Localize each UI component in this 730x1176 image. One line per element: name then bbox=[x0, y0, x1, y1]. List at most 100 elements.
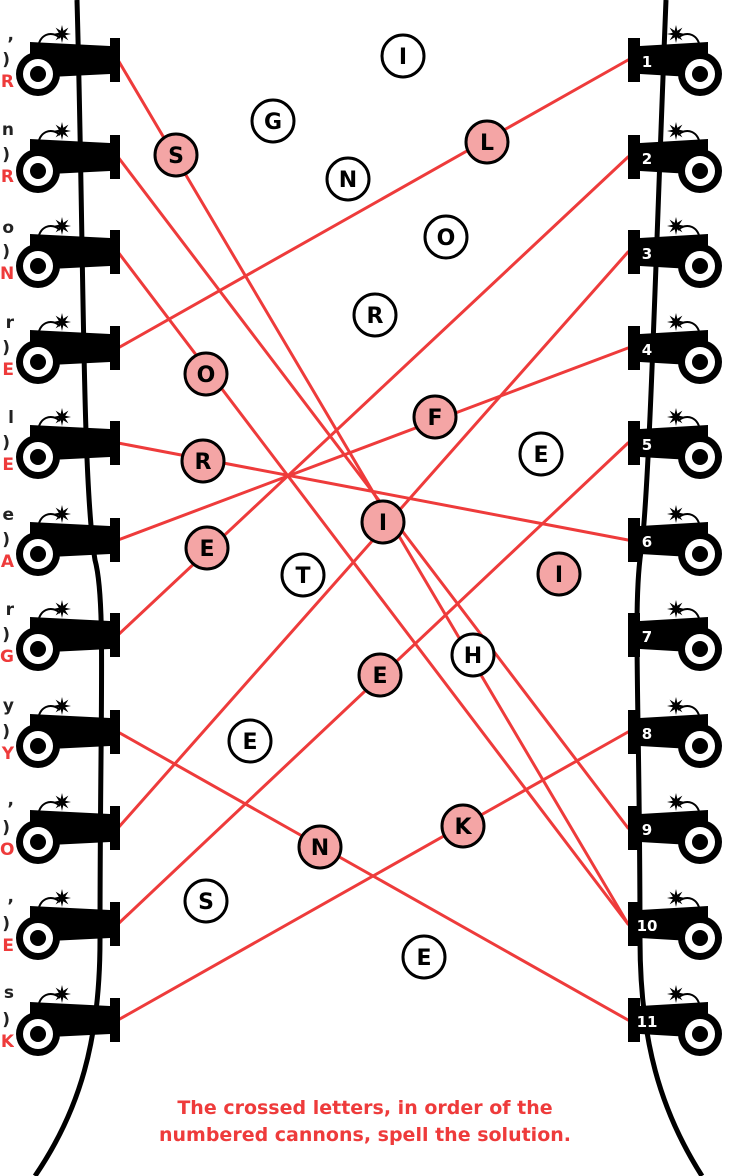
left-spark-icon-1 bbox=[53, 25, 71, 43]
left-cannon-icon-9 bbox=[16, 793, 120, 864]
crossed-letter-10: R bbox=[182, 440, 224, 482]
letter-char-8: O bbox=[197, 363, 216, 388]
edge-fragment-5: o bbox=[0, 218, 14, 238]
edge-fragment-12: A bbox=[0, 552, 14, 572]
right-cannon-icon-7: 7 bbox=[628, 600, 722, 671]
edge-fragment-paren-14: ) bbox=[0, 625, 10, 645]
edge-fragment-1: , bbox=[0, 25, 14, 45]
crossed-letter-17: E bbox=[359, 654, 401, 696]
letter-char-3: S bbox=[168, 144, 184, 169]
right-wheel-hub-11 bbox=[692, 1026, 708, 1042]
right-wheel-hub-7 bbox=[692, 641, 708, 657]
right-cannon-icon-2: 2 bbox=[628, 122, 722, 193]
right-cannon-icon-4: 4 bbox=[628, 313, 722, 384]
instruction-text: The crossed letters, in order of the num… bbox=[0, 1095, 730, 1149]
right-spark-icon-9 bbox=[667, 793, 685, 811]
letter-char-15: I bbox=[555, 563, 563, 588]
cannon-number-6: 6 bbox=[642, 533, 652, 551]
right-wheel-hub-2 bbox=[692, 163, 708, 179]
cannon-number-7: 7 bbox=[642, 628, 652, 646]
letter-22: E bbox=[403, 936, 445, 978]
left-cannon-icon-5 bbox=[16, 408, 120, 479]
crossed-letter-9: F bbox=[414, 396, 456, 438]
edge-fragment-11: e bbox=[0, 505, 14, 525]
letter-7: R bbox=[354, 294, 396, 336]
right-cannon-icon-5: 5 bbox=[628, 408, 722, 479]
crossed-letter-3: S bbox=[155, 134, 197, 176]
letter-char-19: K bbox=[454, 815, 472, 840]
left-cannon-icon-8 bbox=[16, 697, 120, 768]
right-wheel-hub-4 bbox=[692, 354, 708, 370]
left-wheel-hub-1 bbox=[30, 66, 46, 82]
letter-6: O bbox=[425, 216, 467, 258]
letter-circles: IGSLNOROFREIETIHEEKNSE bbox=[155, 35, 580, 978]
edge-fragment-paren-8: ) bbox=[0, 338, 10, 358]
left-wheel-hub-7 bbox=[30, 641, 46, 657]
letter-char-17: E bbox=[372, 664, 387, 689]
letter-char-20: N bbox=[311, 836, 329, 861]
edge-fragment-17: , bbox=[0, 790, 14, 810]
right-wheel-hub-3 bbox=[692, 258, 708, 274]
letter-char-10: R bbox=[195, 450, 212, 475]
letter-14: T bbox=[282, 554, 324, 596]
edge-fragment-paren-6: ) bbox=[0, 242, 10, 262]
right-wheel-hub-1 bbox=[692, 66, 708, 82]
left-spark-icon-7 bbox=[53, 600, 71, 618]
right-spark-icon-6 bbox=[667, 505, 685, 523]
cannon-number-5: 5 bbox=[642, 436, 652, 454]
edge-fragment-paren-4: ) bbox=[0, 145, 10, 165]
cannon-number-4: 4 bbox=[642, 341, 652, 359]
edge-fragment-3: n bbox=[0, 120, 14, 140]
left-cannon-icon-3 bbox=[16, 217, 120, 288]
right-spark-icon-2 bbox=[667, 122, 685, 140]
left-cannons bbox=[16, 25, 120, 1056]
edge-fragment-2: R bbox=[0, 72, 14, 92]
crossed-letter-15: I bbox=[538, 553, 580, 595]
edge-fragment-paren-18: ) bbox=[0, 818, 10, 838]
edge-fragment-16: Y bbox=[0, 744, 14, 764]
left-spark-icon-6 bbox=[53, 505, 71, 523]
left-spark-icon-4 bbox=[53, 313, 71, 331]
right-wheel-hub-5 bbox=[692, 449, 708, 465]
left-cannon-icon-10 bbox=[16, 889, 120, 960]
left-spark-icon-2 bbox=[53, 122, 71, 140]
cannon-number-10: 10 bbox=[637, 917, 658, 935]
right-spark-icon-10 bbox=[667, 889, 685, 907]
letter-char-16: H bbox=[464, 644, 482, 669]
cannon-number-2: 2 bbox=[642, 150, 652, 168]
left-spark-icon-11 bbox=[53, 985, 71, 1003]
edge-fragment-19: , bbox=[0, 887, 14, 907]
letter-11: E bbox=[520, 433, 562, 475]
edge-fragment-8: E bbox=[0, 360, 14, 380]
edge-fragment-paren-10: ) bbox=[0, 433, 10, 453]
left-spark-icon-9 bbox=[53, 793, 71, 811]
left-wheel-hub-6 bbox=[30, 546, 46, 562]
cannon-number-8: 8 bbox=[642, 725, 652, 743]
edge-fragment-10: E bbox=[0, 455, 14, 475]
letter-char-6: O bbox=[437, 226, 456, 251]
letter-char-21: S bbox=[198, 890, 214, 915]
right-cannon-icon-8: 8 bbox=[628, 697, 722, 768]
left-wheel-hub-10 bbox=[30, 930, 46, 946]
letter-char-18: E bbox=[242, 730, 257, 755]
edge-fragment-paren-12: ) bbox=[0, 530, 10, 550]
cannon-number-1: 1 bbox=[642, 53, 652, 71]
left-cannon-icon-2 bbox=[16, 122, 120, 193]
right-cannon-icon-3: 3 bbox=[628, 217, 722, 288]
right-spark-icon-1 bbox=[667, 25, 685, 43]
instruction-line-1: The crossed letters, in order of the bbox=[0, 1095, 730, 1122]
left-spark-icon-8 bbox=[53, 697, 71, 715]
edge-fragment-paren-22: ) bbox=[0, 1010, 10, 1030]
left-cannon-icon-6 bbox=[16, 505, 120, 576]
edge-fragment-20: E bbox=[0, 936, 14, 956]
right-wheel-hub-8 bbox=[692, 738, 708, 754]
edge-fragment-15: y bbox=[0, 696, 14, 716]
letter-char-22: E bbox=[416, 946, 431, 971]
crossed-letter-4: L bbox=[466, 121, 508, 163]
letter-char-13: E bbox=[199, 537, 214, 562]
letter-char-12: I bbox=[379, 511, 387, 536]
edge-fragment-14: G bbox=[0, 647, 14, 667]
right-wheel-hub-6 bbox=[692, 546, 708, 562]
right-spark-icon-11 bbox=[667, 985, 685, 1003]
letter-21: S bbox=[185, 880, 227, 922]
